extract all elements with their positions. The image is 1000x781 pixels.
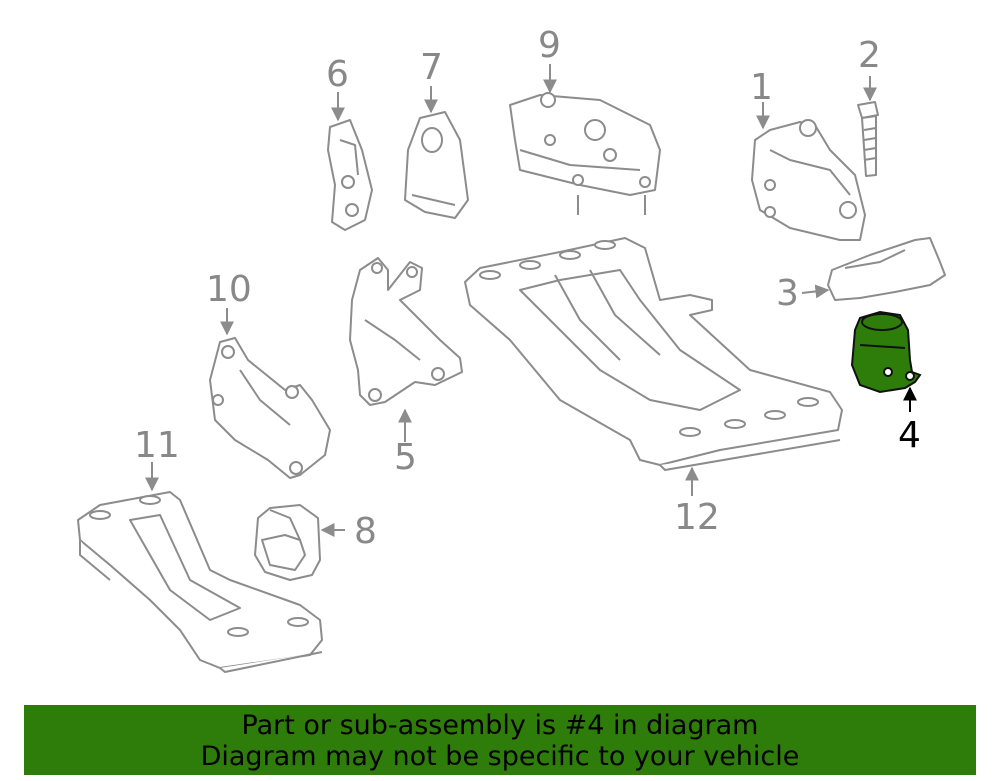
part-8-bushing (254, 504, 321, 581)
callout-3: 3 (776, 273, 799, 314)
part-7-plate (404, 111, 469, 219)
callout-12: 12 (674, 497, 720, 538)
callout-7: 7 (420, 47, 443, 88)
part-4-engine-mount-highlighted (850, 310, 922, 394)
callout-5: 5 (394, 437, 417, 478)
part-3-shield (827, 237, 946, 301)
part-11-crossmember (77, 491, 323, 673)
part-9-mount (509, 92, 661, 215)
callout-4: 4 (898, 415, 921, 456)
part-10-bracket (209, 337, 331, 479)
part-6-bracket (327, 119, 373, 231)
callout-2: 2 (858, 35, 881, 76)
part-12-crossmember (464, 237, 843, 471)
callout-6: 6 (326, 54, 349, 95)
callout-8: 8 (354, 511, 377, 552)
info-banner: Part or sub-assembly is #4 in diagram Di… (24, 705, 976, 775)
callout-11: 11 (134, 425, 180, 466)
part-5-bracket (349, 257, 463, 406)
callout-1: 1 (750, 67, 773, 108)
callout-10: 10 (206, 269, 252, 310)
banner-line-1: Part or sub-assembly is #4 in diagram (241, 710, 759, 741)
part-1-housing (751, 119, 866, 241)
callout-9: 9 (538, 25, 561, 66)
part-2-bolt (857, 101, 879, 177)
banner-line-2: Diagram may not be specific to your vehi… (200, 741, 800, 772)
